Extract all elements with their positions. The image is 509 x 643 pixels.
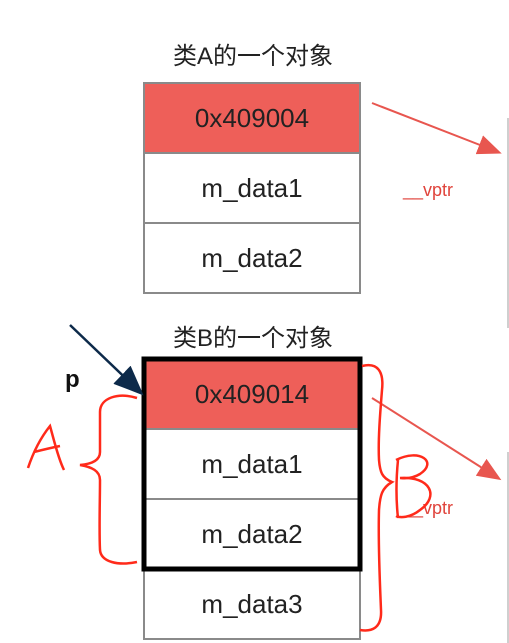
handwritten-a: [26, 423, 66, 471]
brace-left: [79, 394, 138, 565]
object-b-data2-cell: m_data2: [143, 498, 361, 570]
object-b-title: 类B的一个对象: [172, 325, 333, 352]
handwritten-b: [395, 454, 432, 519]
object-a-vptr-cell: 0x409004: [143, 82, 361, 154]
vtable-a-edge: [507, 118, 509, 328]
vtable-b-edge: [507, 452, 509, 643]
vptr-arrow-b: [371, 397, 502, 481]
object-b-data3-cell: m_data3: [143, 568, 361, 640]
pointer-label: p: [65, 366, 80, 393]
object-a-data1-cell: m_data1: [143, 152, 361, 224]
object-a-vptr-label: __vptr: [403, 180, 454, 200]
object-a-data2-cell: m_data2: [143, 222, 361, 294]
object-a-title: 类A的一个对象: [172, 43, 333, 70]
brace-right: [359, 363, 395, 632]
pointer-arrow: [69, 324, 144, 396]
a-subobject-outline: [141, 356, 363, 572]
vptr-arrow-a: [371, 102, 502, 155]
